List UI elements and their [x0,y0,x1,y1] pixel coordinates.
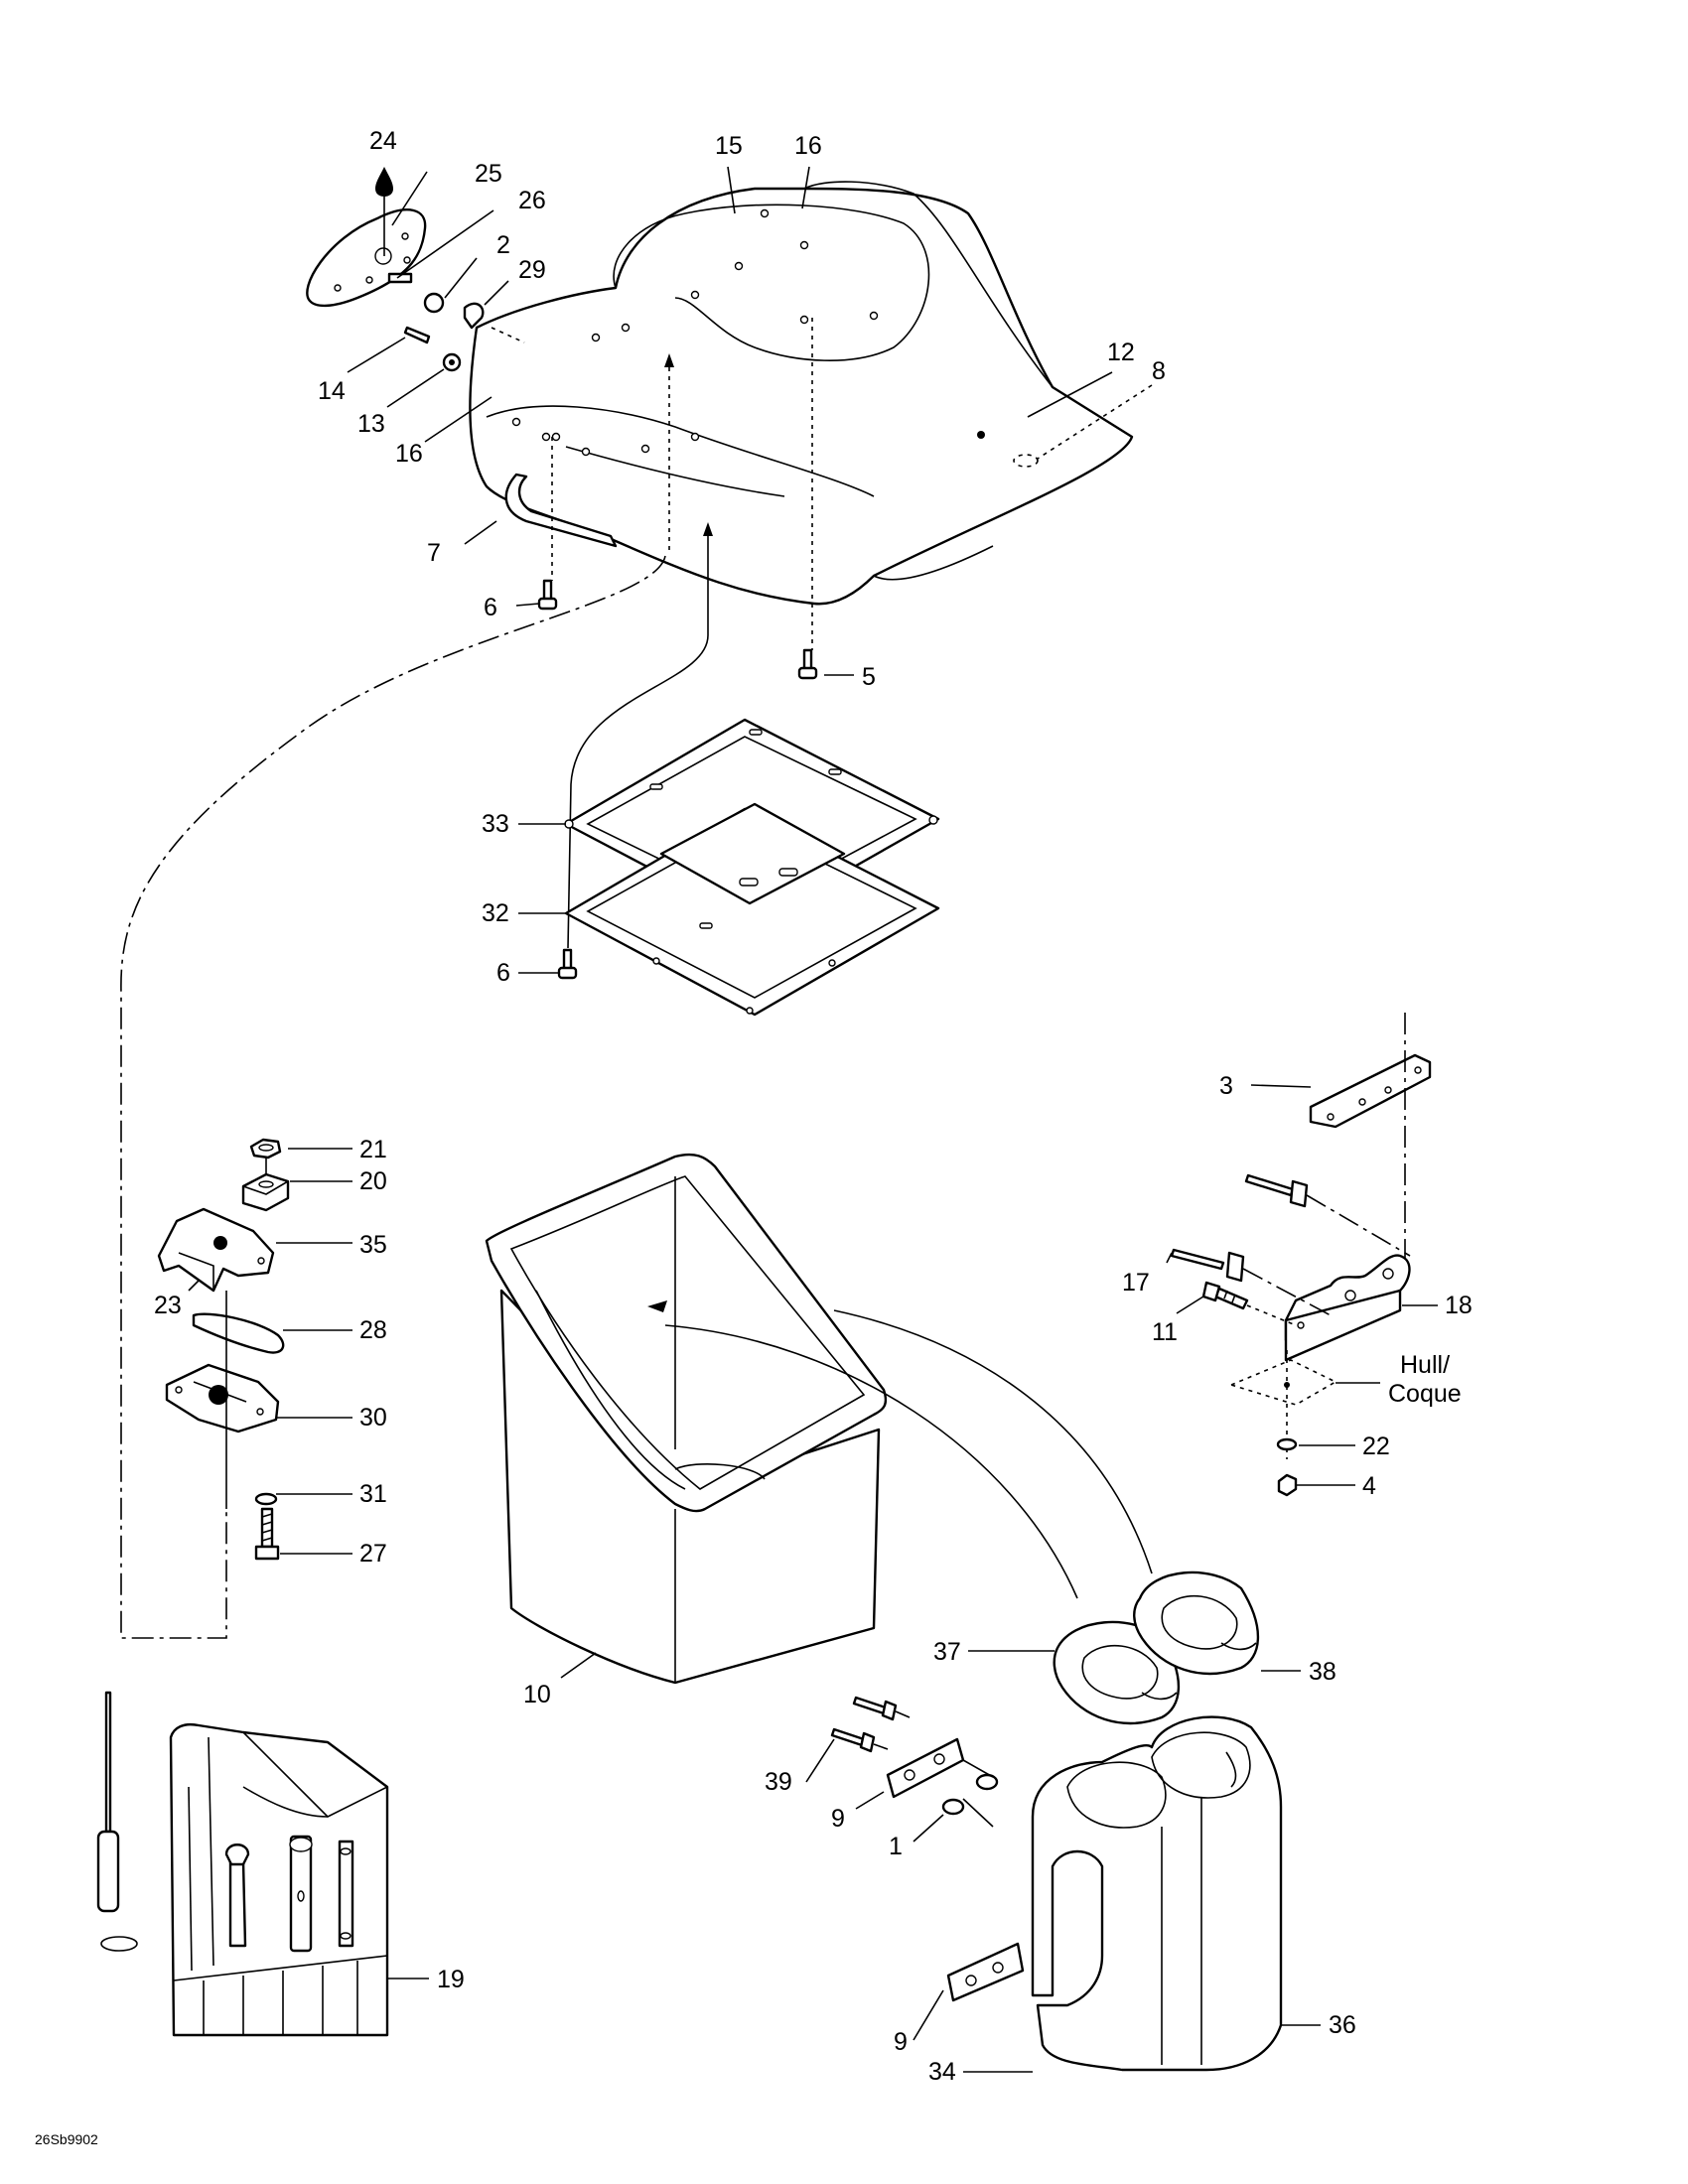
hull-label-line2: Coque [1388,1380,1462,1408]
callout-1: 1 [889,1833,903,1860]
callout-5: 5 [862,663,876,691]
callout-32: 32 [482,899,509,927]
square-nut-20 [241,1172,290,1212]
callout-29: 29 [518,256,546,284]
callout-6-top: 6 [484,594,497,621]
callout-35: 35 [359,1231,387,1259]
callout-10: 10 [523,1681,551,1708]
callout-21: 21 [359,1136,387,1163]
callout-23: 23 [154,1292,182,1319]
plate-9-upper [886,1737,965,1799]
nut-21 [249,1138,282,1160]
callout-3: 3 [1219,1072,1233,1100]
callout-24: 24 [369,127,397,155]
callout-18: 18 [1445,1292,1473,1319]
callout-38: 38 [1309,1658,1336,1686]
callout-4: 4 [1362,1472,1376,1500]
seat-assembly [469,181,1134,606]
hinge-18 [1284,1254,1411,1362]
callout-22: 22 [1362,1433,1390,1460]
washer-22 [1276,1437,1298,1451]
latch-base-30 [165,1363,280,1433]
callout-25: 25 [475,160,502,188]
callout-9-upper: 9 [831,1805,845,1833]
callout-19: 19 [437,1966,465,1993]
callout-34: 34 [928,2058,956,2086]
rivet-17 [1170,1173,1309,1283]
callout-7: 7 [427,539,441,567]
storage-bin [485,1153,888,1685]
plate-9-lower [946,1942,1025,2002]
callout-13: 13 [357,410,385,438]
washer-1a [975,1773,999,1791]
callout-17: 17 [1122,1269,1150,1297]
screw-seat-5 [797,648,818,680]
hinge-plate-3 [1309,1053,1432,1129]
callout-14: 14 [318,377,346,405]
lid-37 [1053,1620,1181,1725]
screw-top [537,579,558,611]
callout-33: 33 [482,810,509,838]
clip [463,302,485,330]
callout-8: 8 [1152,357,1166,385]
callout-15: 15 [715,132,743,160]
tool-kit-19 [96,1691,389,2037]
callout-9-lower: 9 [894,2028,908,2056]
callout-26: 26 [518,187,546,214]
figure-code: 26Sb9902 [35,2131,98,2147]
callout-2: 2 [496,231,510,259]
handle-plate [306,167,427,308]
grommet [423,292,445,314]
bolt-27 [254,1507,280,1561]
callout-31: 31 [359,1480,387,1508]
callout-27: 27 [359,1540,387,1568]
hull-area [1228,1359,1337,1406]
cup-holder-36 [1031,1715,1283,2072]
callout-16-top: 16 [794,132,822,160]
callout-12: 12 [1107,339,1135,366]
callout-16-left: 16 [395,440,423,468]
callout-36: 36 [1329,2011,1356,2039]
callout-20: 20 [359,1167,387,1195]
screw-11 [1201,1281,1249,1310]
hull-label-line1: Hull/ [1400,1351,1450,1379]
callout-28: 28 [359,1316,387,1344]
callout-6-bottom: 6 [496,959,510,987]
washer-1b [941,1798,965,1816]
latch-bracket-35 [157,1207,275,1293]
seat-strap [504,473,618,548]
callout-11: 11 [1152,1318,1178,1346]
rivet-39 [830,1696,898,1753]
callout-37: 37 [933,1638,961,1666]
callout-39: 39 [765,1768,792,1796]
rivet [403,326,431,344]
lid-38 [1133,1570,1260,1676]
washer-31 [254,1492,278,1506]
inner-frame [659,802,846,905]
callout-30: 30 [359,1404,387,1432]
nut-4 [1277,1473,1298,1497]
spring-28 [192,1312,285,1354]
screw-lower-6 [557,948,578,980]
